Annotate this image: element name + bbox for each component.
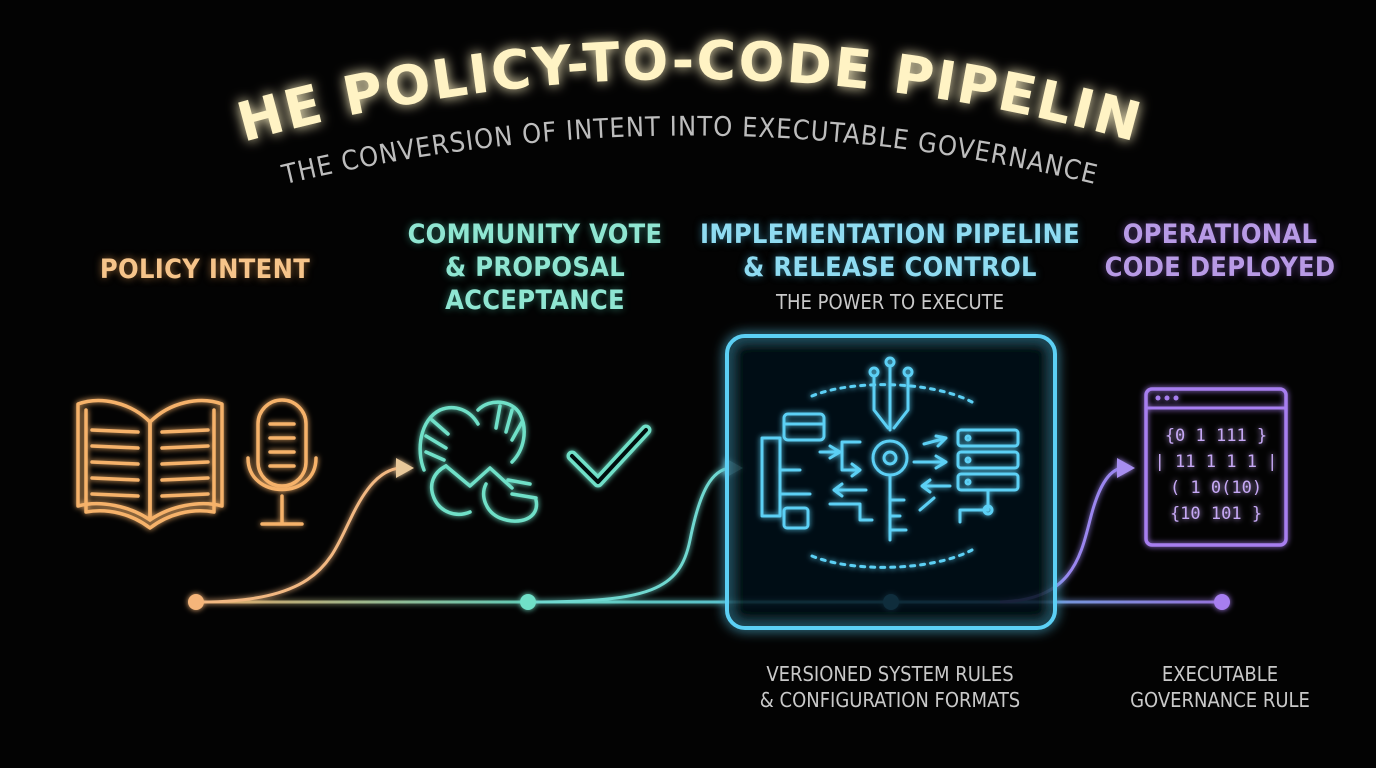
binary-line-4: {10 101 } (1170, 504, 1262, 524)
binary-line-3: ( 1 0(10) (1170, 478, 1262, 498)
stage-label-line: & PROPOSAL (444, 252, 625, 283)
timeline (188, 458, 1230, 610)
checkmark-icon (566, 424, 652, 488)
bottom-label-executable-rule: EXECUTABLE GOVERNANCE RULE (1090, 661, 1350, 713)
stage-label-line: IMPLEMENTATION PIPELINE (700, 219, 1080, 250)
open-book-icon (76, 398, 224, 530)
microphone-icon (246, 398, 318, 526)
bottom-label-line: GOVERNANCE RULE (1130, 688, 1310, 712)
stage-label-line: & RELEASE CONTROL (743, 252, 1037, 283)
stage-label-policy: POLICY INTENT (60, 253, 350, 286)
stage-label-line: POLICY INTENT (99, 254, 311, 285)
binary-line-1: {0 1 111 } (1165, 426, 1267, 446)
bottom-label-line: & CONFIGURATION FORMATS (759, 688, 1021, 712)
implementation-sublabel: THE POWER TO EXECUTE (776, 290, 1004, 314)
stage-label-operational: OPERATIONAL CODE DEPLOYED (1090, 218, 1350, 284)
bottom-label-versioned-rules: VERSIONED SYSTEM RULES & CONFIGURATION F… (710, 661, 1070, 713)
stage-label-line: ACCEPTANCE (445, 285, 625, 316)
stage-label-vote: COMMUNITY VOTE & PROPOSAL ACCEPTANCE (380, 218, 690, 317)
stage-label-line: OPERATIONAL (1122, 219, 1318, 250)
page-subtitle: THE CONVERSION OF INTENT INTO EXECUTABLE… (278, 111, 1101, 191)
stage-label-implementation: IMPLEMENTATION PIPELINE & RELEASE CONTRO… (690, 218, 1090, 284)
binary-line-2: | 11 1 1 1 | (1155, 452, 1278, 472)
stage-label-line: COMMUNITY VOTE (407, 219, 663, 250)
bottom-label-line: EXECUTABLE (1161, 662, 1279, 686)
stage-label-line: CODE DEPLOYED (1104, 252, 1336, 283)
bottom-label-line: VERSIONED SYSTEM RULES (766, 662, 1014, 686)
code-window-icon: {0 1 111 } | 11 1 1 1 | ( 1 0(10) {10 10… (1144, 387, 1288, 547)
joined-hands-icon (418, 400, 539, 523)
key-network-icon (760, 356, 1020, 569)
